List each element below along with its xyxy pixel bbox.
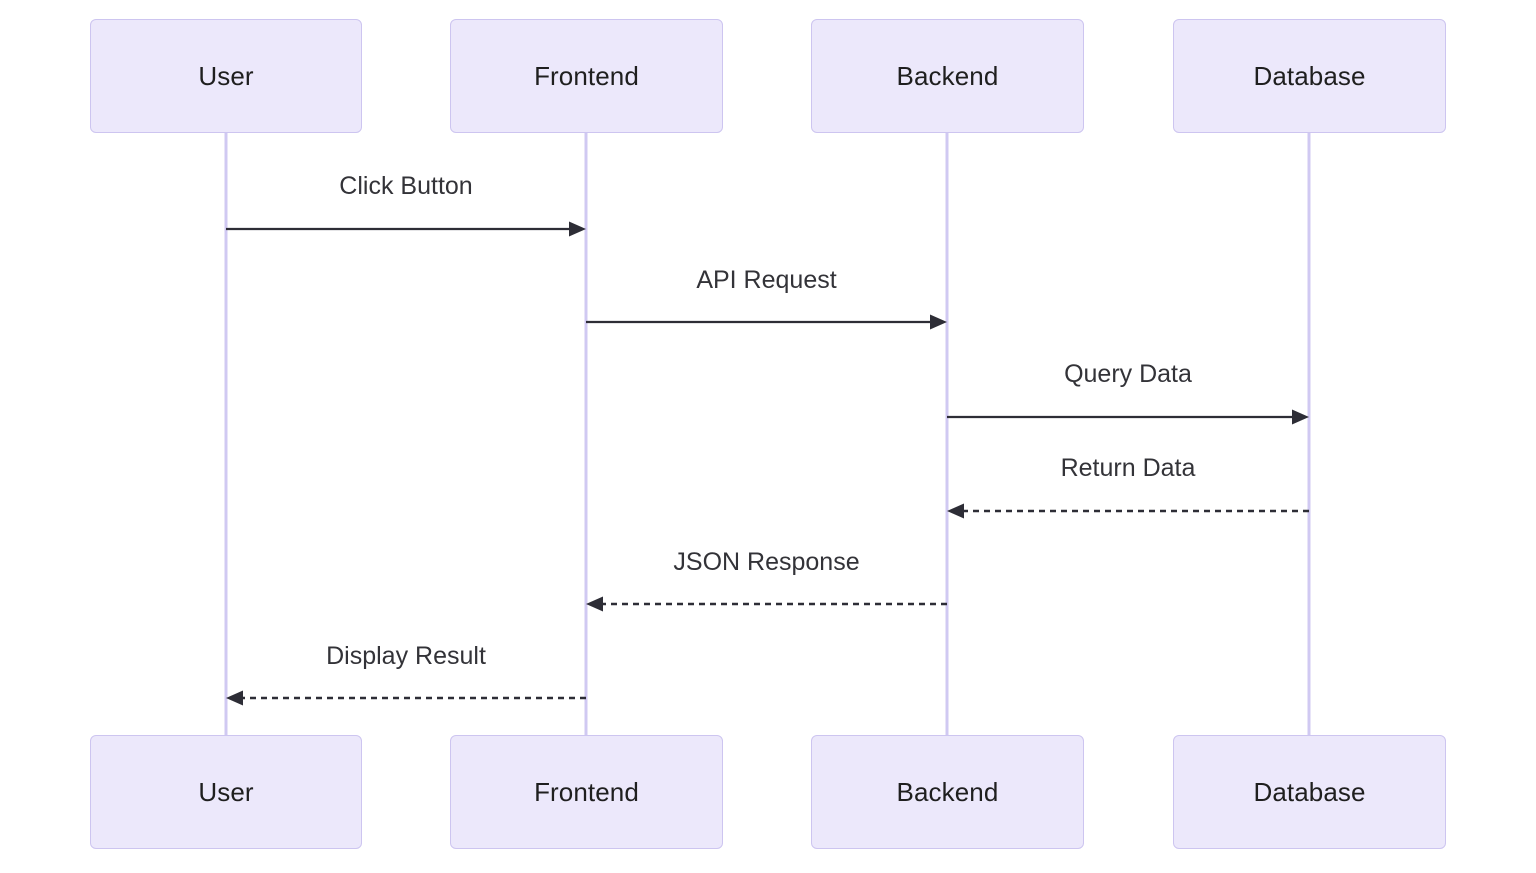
message-label-4: Return Data (1060, 454, 1196, 482)
participant-label: Backend (896, 61, 999, 91)
participant-label: User (198, 777, 254, 807)
participant-backend-top[interactable]: Backend (811, 19, 1084, 133)
participant-frontend-bottom[interactable]: Frontend (450, 735, 723, 849)
participant-frontend-top[interactable]: Frontend (450, 19, 723, 133)
arrowhead-icon (1292, 409, 1309, 425)
arrowhead-icon (569, 221, 586, 237)
message-arrow-6[interactable] (226, 690, 586, 706)
message-label-5: JSON Response (673, 548, 860, 576)
message-label-3: Query Data (1064, 360, 1192, 388)
participant-label: Backend (896, 777, 999, 807)
message-label-2: API Request (696, 266, 837, 294)
message-arrow-1[interactable] (226, 221, 586, 237)
participant-user-bottom[interactable]: User (90, 735, 362, 849)
arrowhead-icon (226, 690, 243, 706)
participant-user-top[interactable]: User (90, 19, 362, 133)
arrowhead-icon (930, 314, 947, 330)
participant-database-bottom[interactable]: Database (1173, 735, 1446, 849)
message-arrow-2[interactable] (586, 314, 947, 330)
message-label-1: Click Button (339, 172, 473, 200)
message-arrow-3[interactable] (947, 409, 1309, 425)
message-label-6: Display Result (326, 642, 486, 670)
participant-label: User (198, 61, 254, 91)
arrowhead-icon (947, 503, 964, 519)
arrowhead-icon (586, 596, 603, 612)
participant-label: Frontend (534, 777, 639, 807)
participant-label: Database (1253, 777, 1366, 807)
participant-label: Database (1253, 61, 1366, 91)
lifelines-group (224, 133, 1311, 735)
participant-backend-bottom[interactable]: Backend (811, 735, 1084, 849)
message-arrow-5[interactable] (586, 596, 947, 612)
message-arrows-group (226, 221, 1309, 706)
message-arrow-4[interactable] (947, 503, 1309, 519)
participant-database-top[interactable]: Database (1173, 19, 1446, 133)
participant-label: Frontend (534, 61, 639, 91)
